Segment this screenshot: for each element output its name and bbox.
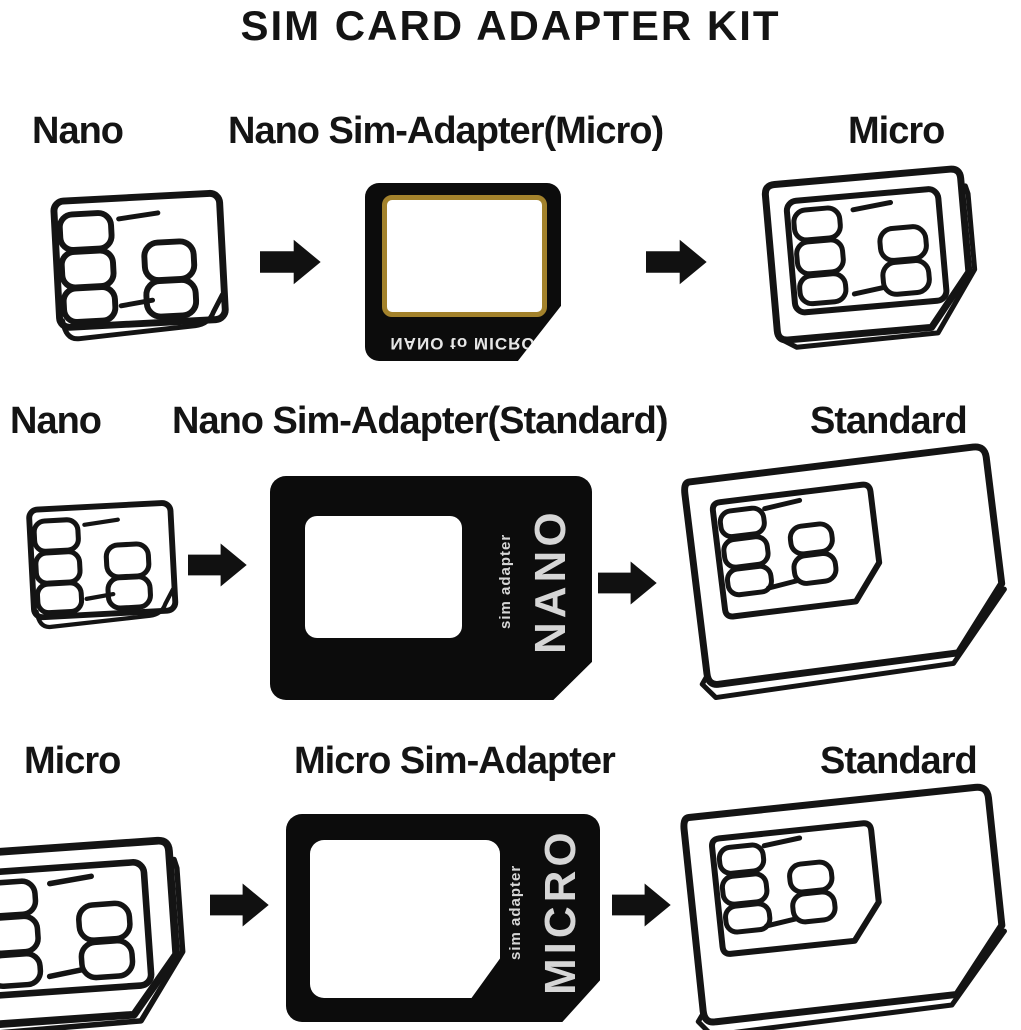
nano-to-standard-adapter: sim adapter NANO	[270, 476, 592, 700]
row1-right-label: Micro	[848, 110, 945, 152]
row3-right-label: Standard	[820, 740, 978, 782]
nano-cutout	[305, 516, 462, 638]
arrow-right-icon	[210, 876, 270, 934]
arrow-right-icon	[646, 232, 708, 292]
nano-sim-icon	[46, 185, 242, 353]
row3-left-label: Micro	[24, 740, 121, 782]
standard-sim-icon	[654, 432, 1021, 723]
adapter-print-text: NANO to MICRO	[390, 334, 536, 353]
micro-sim-icon	[754, 158, 998, 373]
nano-cutout	[382, 195, 547, 317]
row1-center-label: Nano Sim-Adapter(Micro)	[228, 110, 664, 152]
nano-sim-icon	[23, 496, 190, 639]
micro-sim-icon	[0, 829, 207, 1030]
arrow-right-icon	[188, 537, 248, 593]
adapter-print-big-text: NANO	[526, 508, 575, 654]
adapter-print-small-text: sim adapter	[507, 864, 524, 960]
micro-to-standard-adapter: sim adapter MICRO	[286, 814, 600, 1022]
arrow-right-icon	[598, 554, 658, 612]
adapter-print-small-text: sim adapter	[497, 533, 514, 629]
micro-cutout	[310, 840, 500, 998]
row3-center-label: Micro Sim-Adapter	[294, 740, 616, 782]
row2-left-label: Nano	[10, 400, 102, 442]
row2-right-label: Standard	[810, 400, 968, 442]
arrow-right-icon	[260, 232, 322, 292]
row2-center-label: Nano Sim-Adapter(Standard)	[172, 400, 668, 442]
adapter-print-big-text: MICRO	[536, 828, 585, 996]
standard-sim-icon	[654, 772, 1021, 1030]
page-title: SIM CARD ADAPTER KIT	[240, 2, 781, 49]
nano-to-micro-adapter: NANO to MICRO	[365, 183, 561, 361]
row1-left-label: Nano	[32, 110, 124, 152]
